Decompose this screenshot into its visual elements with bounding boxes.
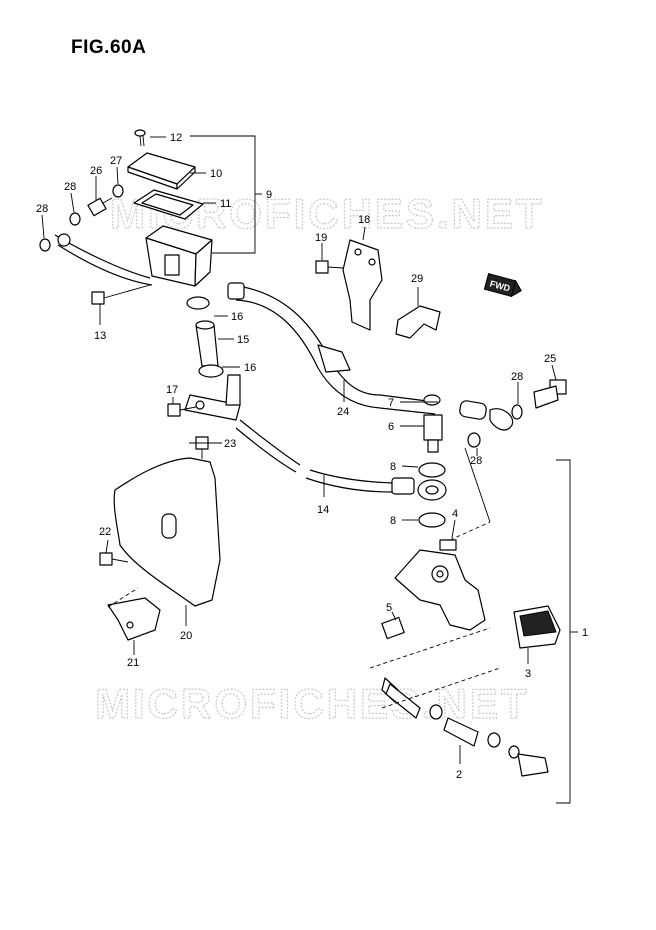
callout-9: 9 [266,189,272,201]
hose-15 [186,296,224,378]
callout-15: 15 [237,334,249,346]
master-cylinder [394,539,486,631]
piston-kit-2 [381,677,549,777]
bolt-19 [315,260,344,274]
washer-8-lower [418,512,446,528]
fwd-badge: FWD [483,273,522,298]
callout-7: 7 [388,397,394,409]
washer-28-mid [467,432,481,448]
reservoir-assembly [39,129,213,305]
callout-12: 12 [170,132,182,144]
cap-27 [112,184,124,198]
clamp-29 [395,305,441,339]
callout-17: 17 [166,384,178,396]
callout-10: 10 [210,168,222,180]
callout-20: 20 [180,630,192,642]
callout-4: 4 [452,508,458,520]
bracket-18 [342,239,383,331]
callout-16-a: 16 [231,311,243,323]
callout-8-a: 8 [390,461,396,473]
callout-8-b: 8 [390,515,396,527]
callout-11: 11 [220,198,231,210]
bolt-25 [533,379,567,409]
callout-14: 14 [317,504,329,516]
callout-2: 2 [456,769,462,781]
bolt-23 [195,436,209,459]
washer-28-left [39,238,51,252]
callout-19: 19 [315,232,327,244]
callout-28-d: 28 [470,455,482,467]
callout-28-b: 28 [36,203,48,215]
callout-16-b: 16 [244,362,256,374]
bolt-22 [99,552,129,566]
callout-24: 24 [337,406,349,418]
callout-29: 29 [411,273,423,285]
callout-28-a: 28 [64,181,76,193]
bracket-21 [107,597,161,641]
exploded-guides [107,447,501,709]
callout-6: 6 [388,421,394,433]
washer-8-upper [418,462,446,478]
callout-leaders [41,136,557,764]
callout-28-c: 28 [511,371,523,383]
callout-27: 27 [110,155,122,167]
cover-20 [113,457,221,607]
callout-25: 25 [544,353,556,365]
bolt-5 [381,616,405,640]
bolt-26 [87,197,113,217]
boot-3 [513,605,561,649]
callout-5: 5 [386,602,392,614]
callout-1: 1 [582,627,588,639]
bolt-17 [167,403,197,417]
washer-28-upper [69,212,81,226]
callout-18: 18 [358,214,370,226]
pipe-14 [184,374,447,501]
callout-22: 22 [99,526,111,538]
callout-13: 13 [94,330,106,342]
bolt-13 [91,284,151,305]
screw-12 [134,129,146,147]
watermark-bottom: MICROFICHES.NET [95,680,530,727]
figure-title: FIG.60A [71,37,147,58]
washer-28-right [511,404,523,420]
callout-23: 23 [224,438,236,450]
callout-21: 21 [127,657,139,669]
callout-3: 3 [525,668,531,680]
union-bolt-6 [423,394,443,453]
bracket-1 [556,459,571,804]
callout-labels: 12 10 11 9 27 26 28 28 13 16 15 16 17 23… [36,132,588,781]
callout-26: 26 [90,165,102,177]
